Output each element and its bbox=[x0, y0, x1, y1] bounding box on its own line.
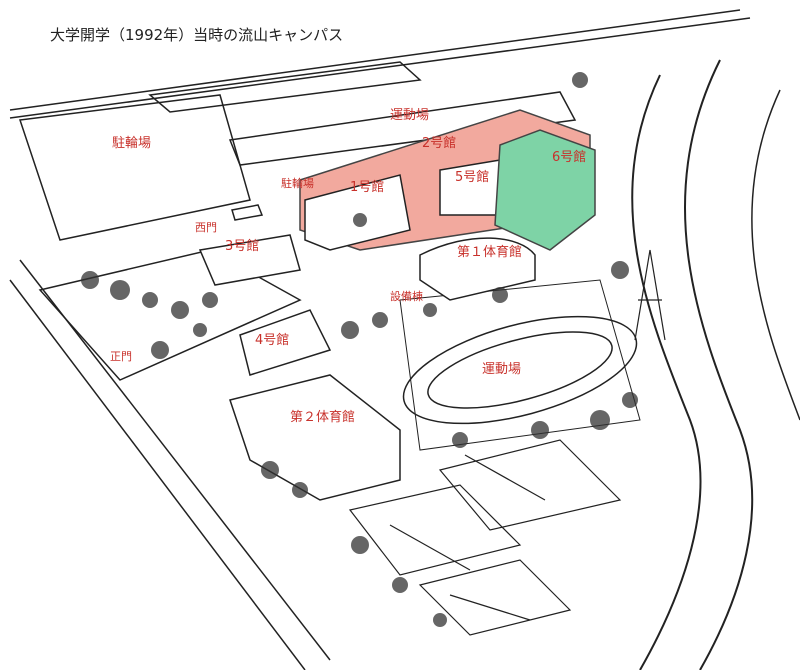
label-gym-2: 第２体育館 bbox=[290, 410, 356, 425]
label-building-3: 3号館 bbox=[225, 239, 260, 254]
building-4 bbox=[239, 309, 332, 376]
north-field bbox=[228, 91, 577, 166]
label-field-north: 運動場 bbox=[390, 108, 430, 123]
label-gym-1: 第１体育館 bbox=[457, 245, 523, 260]
label-building-5: 5号館 bbox=[455, 170, 490, 185]
building-5 bbox=[439, 159, 501, 216]
label-field-south: 運動場 bbox=[482, 362, 522, 377]
gym-2 bbox=[229, 374, 401, 501]
label-west-gate: 西門 bbox=[195, 221, 217, 234]
label-building-6: 6号館 bbox=[552, 150, 587, 165]
running-track bbox=[402, 315, 638, 425]
label-main-gate: 正門 bbox=[110, 350, 132, 363]
power-pylon bbox=[634, 249, 666, 341]
trees bbox=[81, 72, 638, 627]
label-bicycle-parking-small: 駐輪場 bbox=[281, 177, 314, 190]
building-6 bbox=[494, 129, 596, 251]
label-building-1: 1号館 bbox=[350, 180, 385, 195]
gym-1 bbox=[419, 237, 536, 301]
map-title: 大学開学（1992年）当時の流山キャンパス bbox=[50, 26, 344, 44]
label-bicycle-parking: 駐輪場 bbox=[112, 136, 152, 151]
label-building-2: 2号館 bbox=[422, 136, 457, 151]
building-3 bbox=[198, 234, 301, 286]
label-building-4: 4号館 bbox=[255, 333, 290, 348]
east-road bbox=[631, 74, 702, 670]
tennis-courts bbox=[348, 439, 622, 636]
north-road bbox=[9, 9, 741, 111]
bicycle-lot bbox=[18, 94, 251, 241]
label-facility: 設備棟 bbox=[390, 290, 423, 303]
